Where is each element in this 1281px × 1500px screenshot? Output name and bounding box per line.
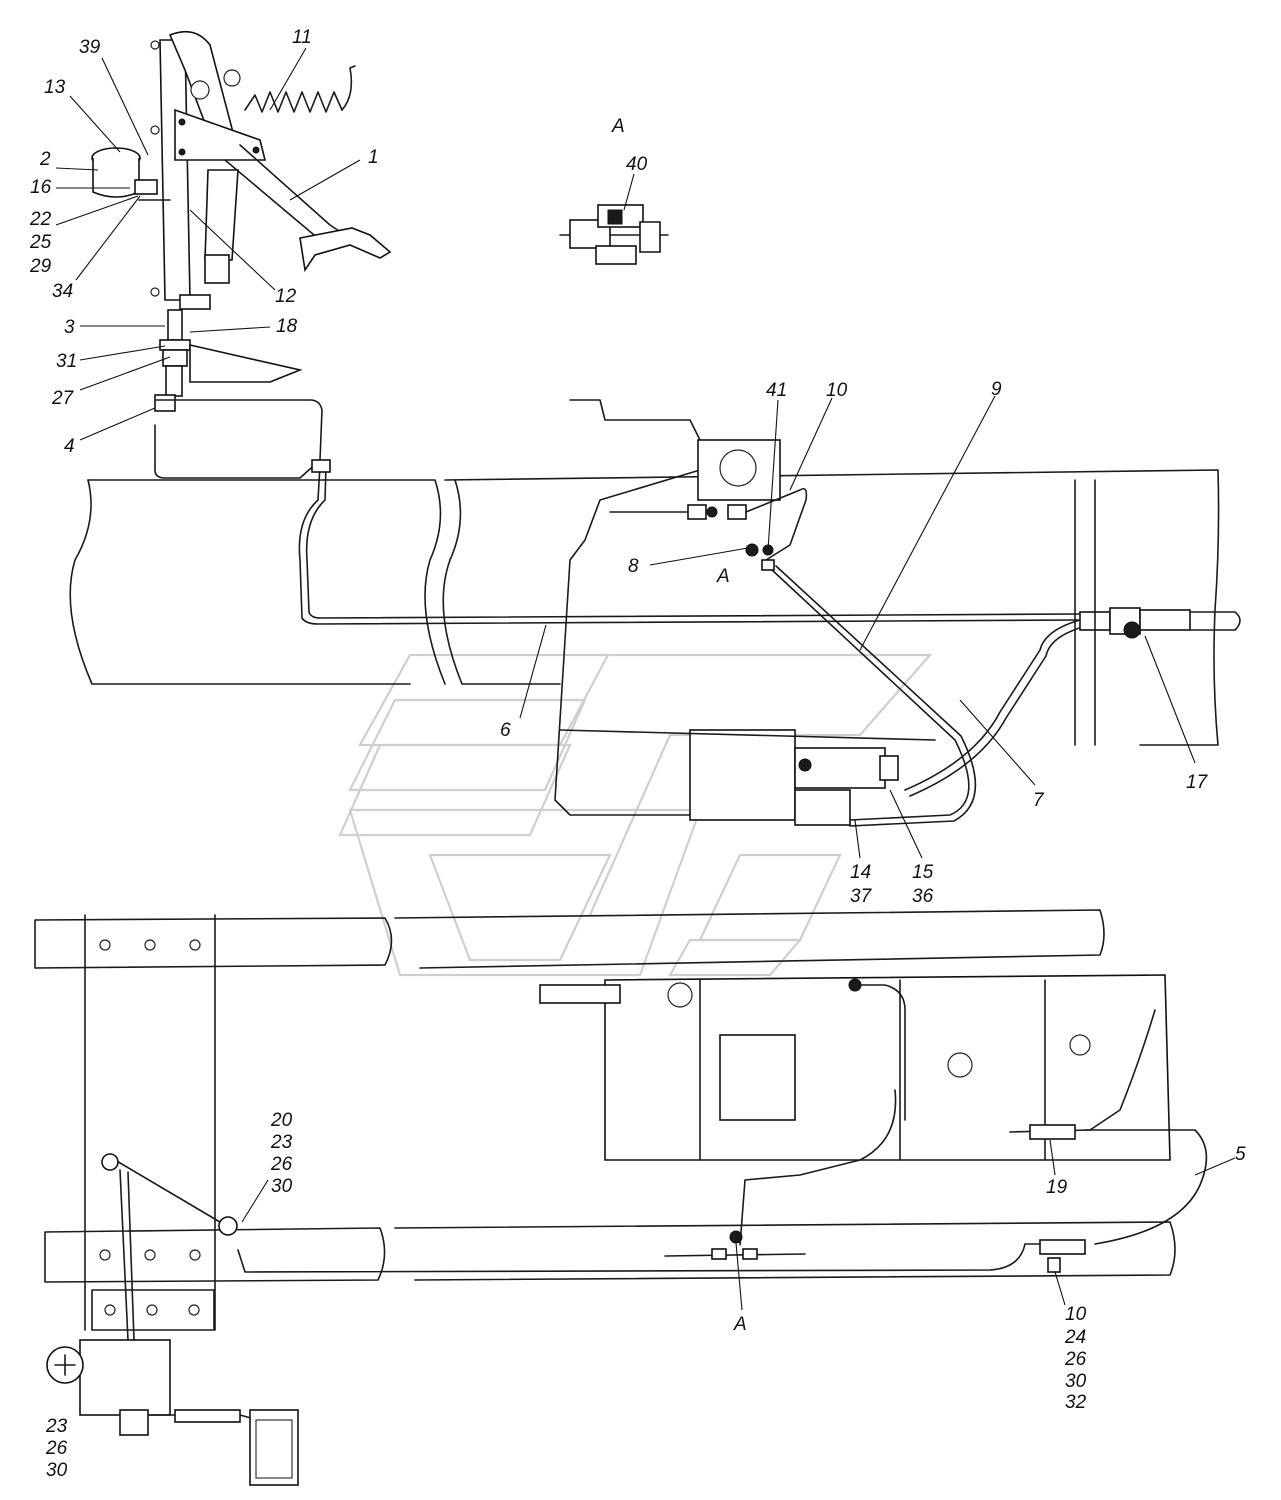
callout-36: 36 [912, 886, 934, 907]
pipeline-6 [154, 399, 1081, 625]
lower-pipelines [101, 1009, 1208, 1341]
callout-7: 7 [1033, 790, 1045, 811]
callout-leaders [55, 47, 1236, 1311]
callout-a-lower: A [733, 1314, 747, 1335]
clutch-housing-upper [554, 399, 1087, 827]
callout-a-detail-title: A [611, 116, 625, 137]
callout-20: 20 [270, 1110, 293, 1131]
callout-9: 9 [991, 379, 1002, 400]
callout-13: 13 [44, 77, 66, 98]
callout-41: 41 [766, 380, 787, 401]
callout-25: 25 [29, 232, 52, 253]
callout-22: 22 [29, 209, 52, 230]
callout-27: 27 [51, 388, 75, 409]
callout-3: 3 [64, 317, 75, 338]
upper-frame-rail [69, 469, 1220, 746]
callout-23-upper: 23 [270, 1132, 293, 1153]
callout-14: 14 [850, 862, 871, 883]
callout-10-lower: 10 [1065, 1304, 1087, 1325]
watermark-logo [338, 653, 933, 977]
callout-1: 1 [368, 147, 379, 168]
clutch-pedal-assembly [91, 30, 392, 310]
callout-32: 32 [1065, 1392, 1087, 1413]
callout-34: 34 [52, 281, 73, 302]
callout-12: 12 [275, 286, 297, 307]
callout-26-upper: 26 [270, 1154, 293, 1175]
callout-40: 40 [626, 154, 648, 175]
clutch-booster [559, 729, 936, 826]
lower-frame-plan [34, 909, 1176, 1331]
callout-30-upper: 30 [271, 1176, 293, 1197]
callout-26-bottom: 26 [45, 1438, 68, 1459]
callout-8: 8 [628, 556, 639, 577]
callout-19: 19 [1046, 1177, 1068, 1198]
callout-29: 29 [29, 256, 52, 277]
callout-4: 4 [64, 436, 75, 457]
callout-6: 6 [500, 720, 511, 741]
pedal-plan-view [46, 1339, 299, 1486]
callout-5: 5 [1235, 1144, 1246, 1165]
callout-31: 31 [56, 351, 77, 372]
callout-16: 16 [30, 177, 52, 198]
gearbox-plan [539, 974, 1171, 1161]
callout-15: 15 [912, 862, 934, 883]
callout-26-lower: 26 [1064, 1349, 1087, 1370]
callout-17: 17 [1186, 772, 1209, 793]
callout-labels: 39 11 13 2 16 22 25 29 34 1 12 3 18 31 2… [29, 27, 1246, 1481]
callout-30-bottom: 30 [46, 1460, 68, 1481]
callout-23-bottom: 23 [45, 1416, 68, 1437]
callout-18: 18 [276, 316, 298, 337]
master-cylinder-outlet [154, 309, 303, 412]
callout-30-lower: 30 [1065, 1371, 1087, 1392]
callout-24: 24 [1064, 1327, 1086, 1348]
callout-a-upper: A [716, 566, 730, 587]
fitting-17 [1074, 479, 1241, 746]
detail-a-section [559, 204, 669, 265]
callout-2: 2 [39, 149, 51, 170]
callout-10-upper: 10 [826, 380, 848, 401]
callout-37: 37 [850, 886, 873, 907]
callout-11: 11 [292, 27, 312, 48]
callout-39: 39 [79, 37, 101, 58]
